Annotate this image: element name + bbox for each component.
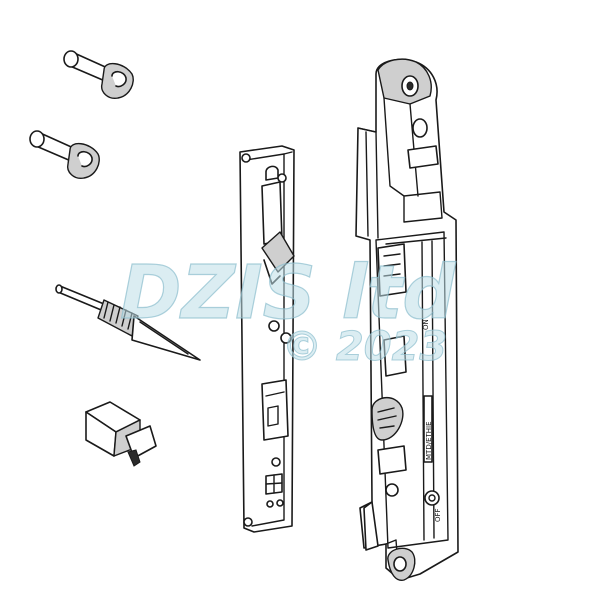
mounting-plate-strip xyxy=(239,145,295,533)
spring-pin xyxy=(55,284,201,361)
small-latch-block xyxy=(85,401,157,467)
code-strip-text: MTD/ETHIE xyxy=(425,421,433,460)
watermark-brand: DZIS ltd xyxy=(120,250,456,336)
gear-mechanism-body: ON MTD/ETHIE OFF xyxy=(355,58,459,581)
watermark-copyright: © 2023 xyxy=(282,324,447,370)
watermark: DZIS ltd © 2023 xyxy=(119,249,457,370)
bushing-pin-top xyxy=(63,50,134,99)
bushing-pin-bottom xyxy=(29,130,100,179)
off-marking: OFF xyxy=(434,508,442,522)
on-marking: ON xyxy=(422,319,430,330)
